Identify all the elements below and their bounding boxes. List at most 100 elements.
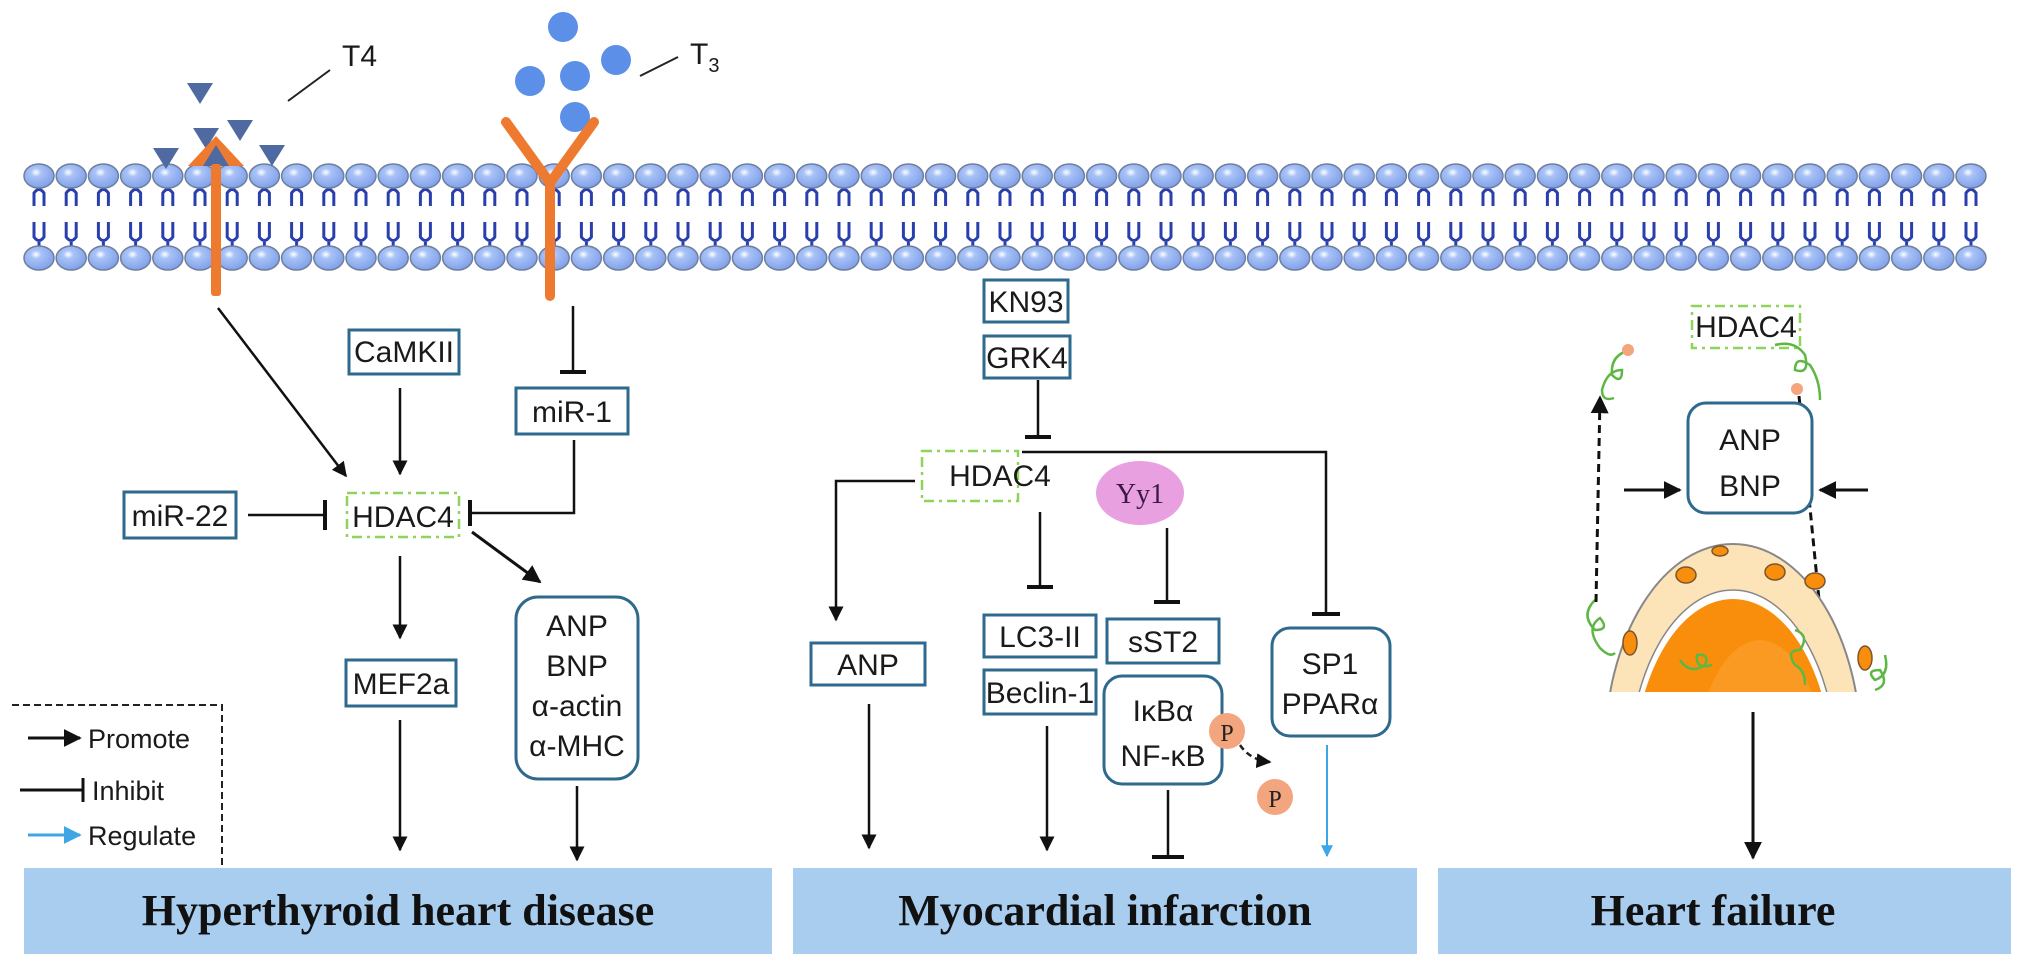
legend-inhibit-label: Inhibit — [92, 776, 165, 806]
phosphate-dot — [1622, 344, 1634, 356]
gene-label: α-MHC — [529, 730, 625, 763]
phospholipid — [1955, 163, 1987, 271]
gene-label: ANP — [546, 610, 608, 643]
t3-ligand: T3 — [515, 12, 719, 132]
hdac4-protein-icon — [1586, 342, 1888, 692]
hdac4-label: HDAC4 — [1695, 311, 1797, 344]
phospholipid — [152, 163, 184, 271]
disease-bar-heart-failure: Heart failure — [1438, 868, 2011, 954]
legend: Promote Inhibit Regulate — [12, 704, 223, 866]
t4-molecule — [259, 145, 285, 166]
phospholipid — [1343, 163, 1375, 271]
mir1-box — [514, 386, 630, 436]
phospholipid — [441, 163, 474, 271]
phospholipid — [570, 163, 603, 271]
phosphate-icon — [1209, 713, 1245, 749]
phospholipid — [1923, 163, 1955, 271]
phospholipid — [377, 163, 409, 271]
phospholipid — [1214, 163, 1247, 271]
hdac4-label: HDAC4 — [949, 460, 1051, 493]
phospholipid — [1762, 163, 1794, 271]
phospholipid — [23, 163, 55, 271]
phospholipid — [1729, 163, 1762, 271]
lc3-label: LC3-II — [999, 621, 1081, 654]
phospholipid — [1665, 163, 1697, 271]
phospholipid — [1568, 163, 1601, 271]
phospholipid — [1118, 163, 1150, 271]
phospholipid — [1633, 163, 1665, 271]
phospholipid — [506, 163, 538, 271]
ppara-label: PPARα — [1282, 688, 1379, 721]
yy1-node — [1096, 461, 1184, 525]
phospholipid — [1246, 163, 1279, 271]
t3-molecule — [515, 66, 545, 96]
phospholipid — [699, 163, 731, 271]
bnp-label: BNP — [1719, 470, 1781, 503]
legend-promote-label: Promote — [88, 724, 190, 754]
phospholipid — [1311, 163, 1343, 271]
phospholipid — [119, 163, 152, 271]
camkii-label: CaMKII — [354, 336, 454, 369]
phospholipid — [602, 163, 635, 271]
phospholipid — [1021, 163, 1053, 271]
anp-label: ANP — [837, 649, 899, 682]
legend-item-inhibit: Inhibit — [20, 776, 165, 806]
phospholipid — [1826, 163, 1858, 271]
phospholipid — [1440, 163, 1472, 271]
phospholipid — [1407, 163, 1440, 271]
phospholipid — [1504, 163, 1536, 271]
yy1-label: Yy1 — [1116, 479, 1164, 510]
lc3-box — [982, 613, 1098, 659]
gene-label: BNP — [546, 650, 608, 683]
phospholipid — [55, 163, 87, 271]
phospholipid — [1472, 163, 1504, 271]
t3-molecule — [601, 45, 631, 75]
phospholipid — [1536, 163, 1569, 271]
kn93-label: KN93 — [988, 286, 1063, 319]
phospholipid — [313, 163, 345, 271]
beclin-label: Beclin-1 — [986, 677, 1094, 710]
mir22-label: miR-22 — [132, 500, 229, 533]
t3-molecule — [560, 61, 590, 91]
phosphate-dot — [1791, 383, 1803, 395]
grk4-box — [982, 334, 1072, 380]
phospholipid — [216, 163, 248, 271]
hdac4-label: HDAC4 — [352, 501, 454, 534]
phospholipid — [1601, 163, 1633, 271]
phosphate-label: P — [1268, 787, 1281, 813]
hdac4-node — [345, 491, 461, 539]
t4-ligand: T4 — [153, 40, 377, 169]
t4-transporter — [188, 136, 244, 296]
mir22-box — [122, 490, 238, 540]
legend-item-regulate: Regulate — [28, 821, 196, 851]
t3-molecule — [560, 102, 590, 132]
grk4-label: GRK4 — [986, 342, 1068, 375]
phospholipid — [280, 163, 313, 271]
legend-item-promote: Promote — [28, 724, 190, 754]
t3-label: T3 — [690, 38, 719, 77]
phospholipid — [796, 163, 828, 271]
mef2a-label: MEF2a — [353, 668, 450, 701]
t4-molecule — [187, 83, 213, 104]
hdac4-node — [1690, 304, 1802, 350]
phospholipid — [1279, 163, 1311, 271]
phospholipid — [1890, 163, 1923, 271]
phospholipid — [860, 163, 892, 271]
phospholipid — [409, 163, 442, 271]
phospholipid — [763, 163, 796, 271]
natriuretic-peptides-box — [1686, 401, 1814, 515]
phosphate-icon — [1257, 779, 1293, 815]
phospholipid — [731, 163, 764, 271]
nfkb-label: NF-κB — [1121, 740, 1206, 773]
cardiac-genes-box — [514, 595, 640, 781]
phospholipid — [892, 163, 925, 271]
t3-molecule — [548, 12, 578, 42]
phospholipid — [1375, 163, 1408, 271]
t4-molecule — [153, 148, 179, 169]
phospholipid — [474, 163, 506, 271]
phospholipid — [345, 163, 377, 271]
phospholipid — [184, 163, 216, 271]
beclin-box — [982, 668, 1098, 716]
phospholipid — [1085, 163, 1118, 271]
